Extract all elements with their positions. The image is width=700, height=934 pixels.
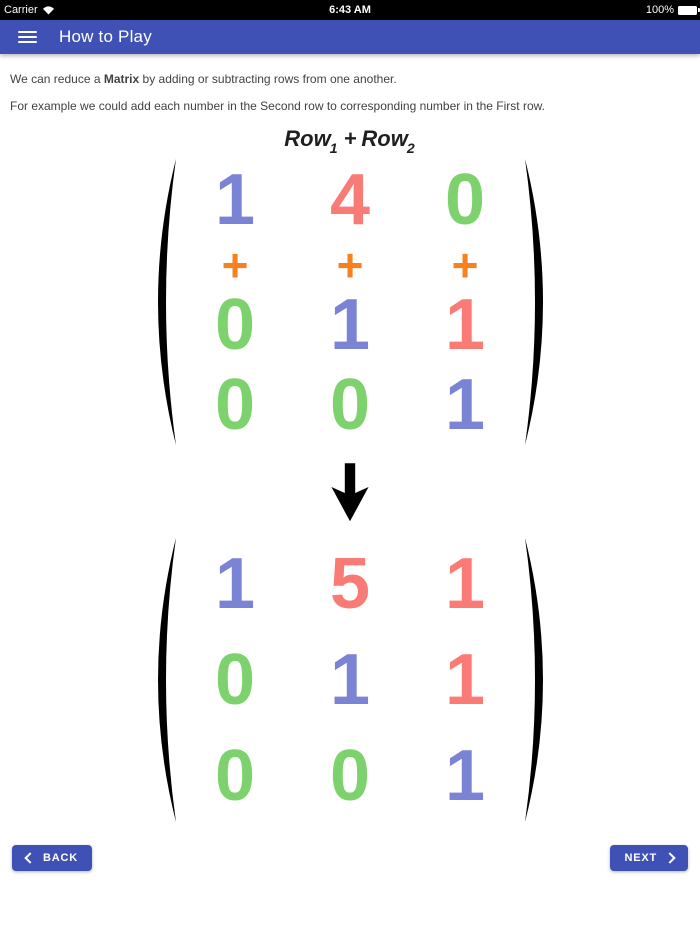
matrix-after-grid: 1 5 1 0 1 1 0 0 1 — [178, 536, 523, 824]
matrix-cell: 0 — [329, 365, 371, 445]
intro-line-2: For example we could add each number in … — [10, 99, 545, 113]
right-parenthesis — [524, 158, 543, 446]
matrix-cell: 1 — [444, 285, 486, 365]
matrix-cell: 1 — [329, 640, 371, 720]
nav-bar: How to Play — [0, 20, 700, 54]
matrix-cell: 0 — [329, 736, 371, 816]
matrix-cell: 1 — [329, 285, 371, 365]
chevron-left-icon — [24, 852, 36, 864]
matrix-cell: 5 — [329, 544, 371, 624]
matrix-cell: 1 — [444, 544, 486, 624]
plus-operator: + — [221, 239, 249, 291]
matrix-cell: 0 — [214, 285, 256, 365]
matrix-after: 1 5 1 0 1 1 0 0 1 — [148, 536, 553, 824]
menu-icon[interactable] — [18, 31, 37, 43]
left-parenthesis — [157, 537, 176, 823]
matrix-before: 1 4 0 + + + 0 1 1 0 0 1 — [148, 157, 553, 447]
matrix-cell: 1 — [214, 160, 256, 240]
battery-percent-label: 100% — [645, 4, 674, 16]
left-parenthesis — [157, 158, 176, 446]
matrix-cell: 0 — [444, 160, 486, 240]
matrix-cell: 0 — [214, 640, 256, 720]
battery-icon — [678, 5, 700, 15]
arrow-down-icon — [331, 463, 369, 522]
chevron-right-icon — [664, 852, 676, 864]
matrix-cell: 0 — [214, 736, 256, 816]
matrix-cell: 1 — [214, 544, 256, 624]
matrix-cell: 4 — [329, 160, 371, 240]
matrix-cell: 1 — [444, 640, 486, 720]
matrix-before-grid: 1 4 0 + + + 0 1 1 0 0 1 — [178, 157, 523, 447]
wifi-icon — [42, 6, 54, 15]
footer: BACK NEXT — [0, 845, 700, 871]
next-button[interactable]: NEXT — [610, 845, 688, 871]
matrix-cell: 1 — [444, 365, 486, 445]
status-bar: Carrier 6:43 AM 100% — [0, 0, 700, 20]
plus-operator: + — [451, 239, 479, 291]
intro-line-1: We can reduce a Matrix by adding or subt… — [10, 72, 397, 86]
back-button[interactable]: BACK — [12, 845, 92, 871]
matrix-cell: 1 — [444, 736, 486, 816]
clock-label: 6:43 AM — [329, 4, 371, 16]
right-parenthesis — [524, 537, 543, 823]
carrier-label: Carrier — [4, 4, 38, 16]
page-title: How to Play — [59, 27, 152, 46]
matrix-cell: 0 — [214, 365, 256, 445]
matrix-keyword: Matrix — [103, 72, 140, 86]
plus-operator: + — [336, 239, 364, 291]
equation-heading: Row1+Row2 — [284, 126, 415, 157]
